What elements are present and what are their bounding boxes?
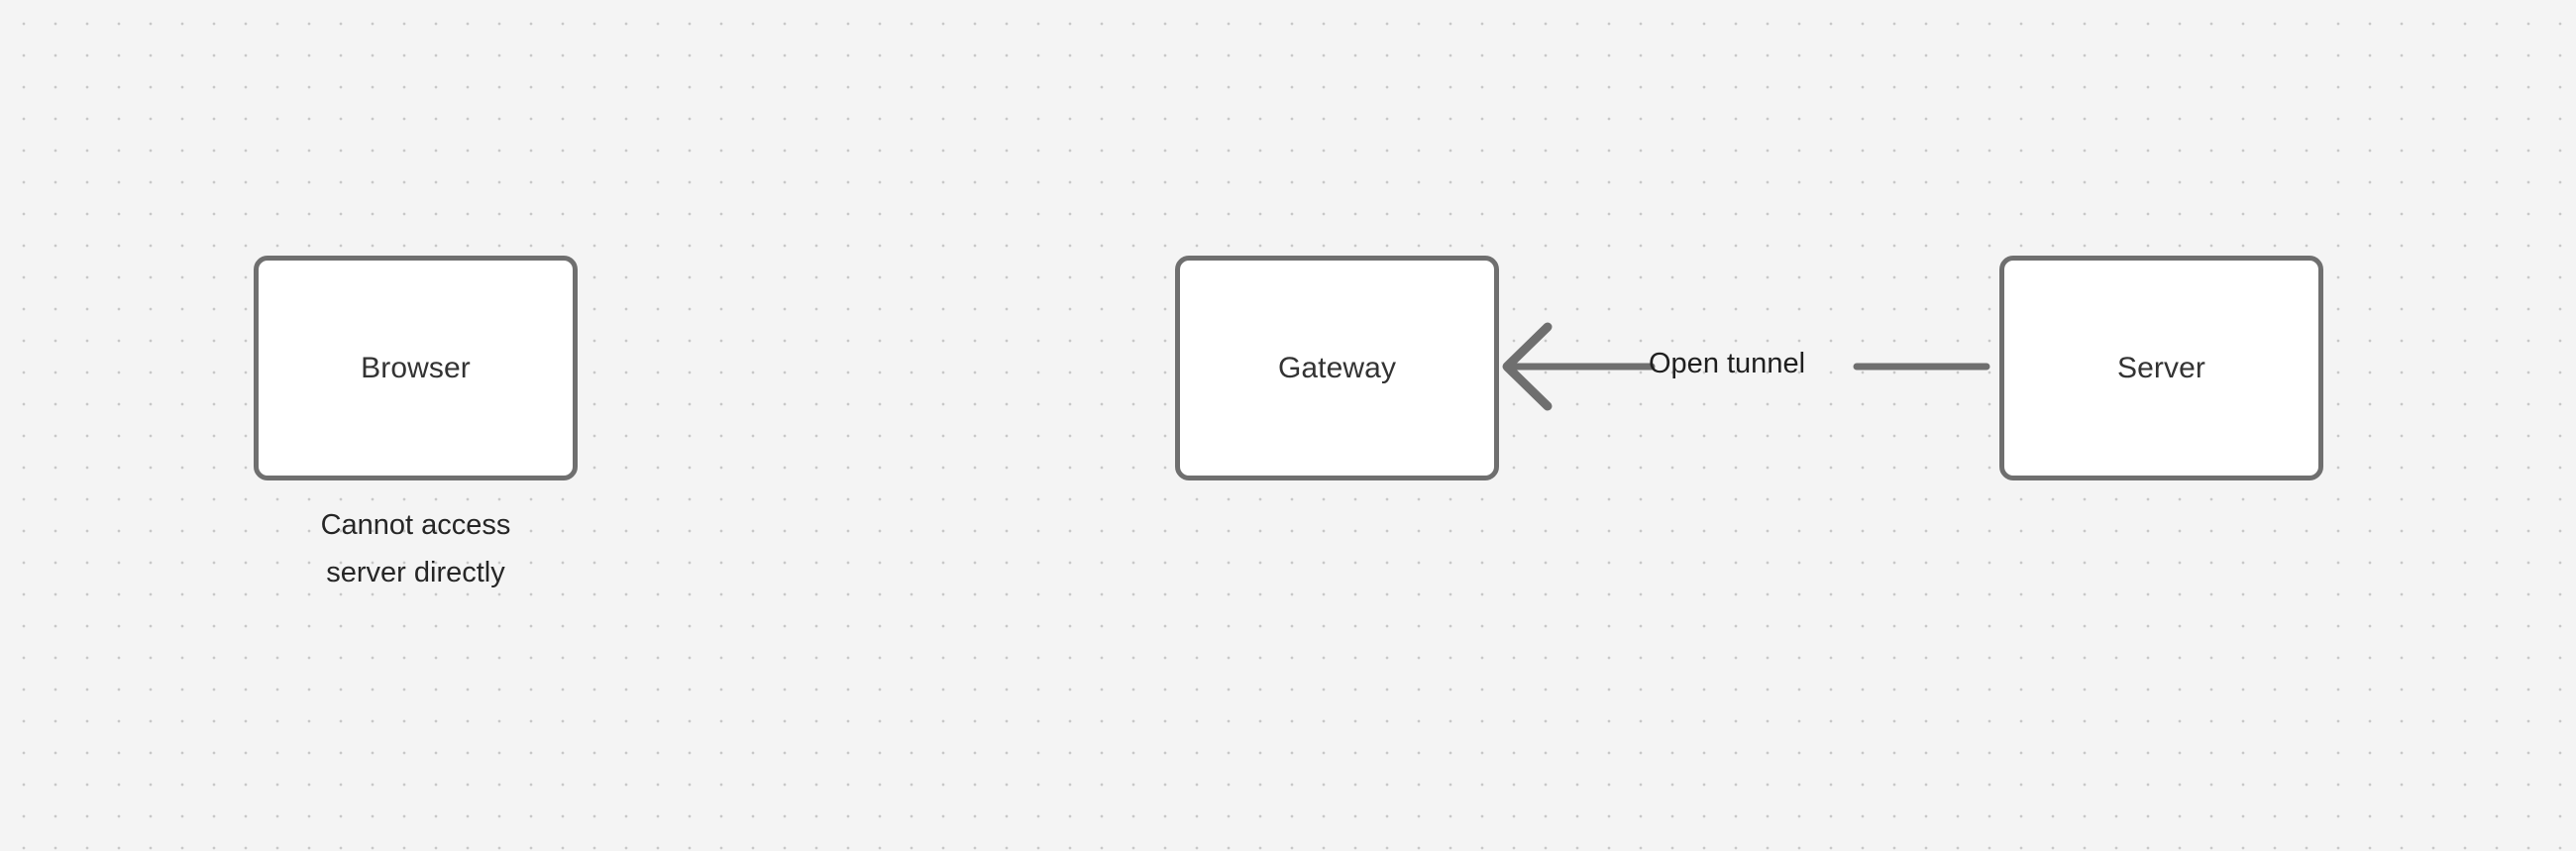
node-browser-label: Browser: [361, 351, 471, 384]
node-browser-caption: Cannot access server directly: [254, 501, 578, 596]
node-gateway-label: Gateway: [1277, 351, 1397, 384]
node-browser-caption-line-1: Cannot access: [320, 509, 511, 541]
node-gateway[interactable]: Gateway: [1175, 256, 1499, 480]
node-server[interactable]: Server: [1999, 256, 2323, 480]
edge-label-open-tunnel: Open tunnel: [1649, 348, 1806, 379]
arrow-head-icon: [1502, 322, 1553, 411]
node-browser-caption-line-2: server directly: [326, 557, 505, 588]
edge-server-to-gateway[interactable]: [1496, 297, 2011, 436]
node-server-label: Server: [2117, 351, 2205, 384]
node-browser[interactable]: Browser: [254, 256, 578, 480]
